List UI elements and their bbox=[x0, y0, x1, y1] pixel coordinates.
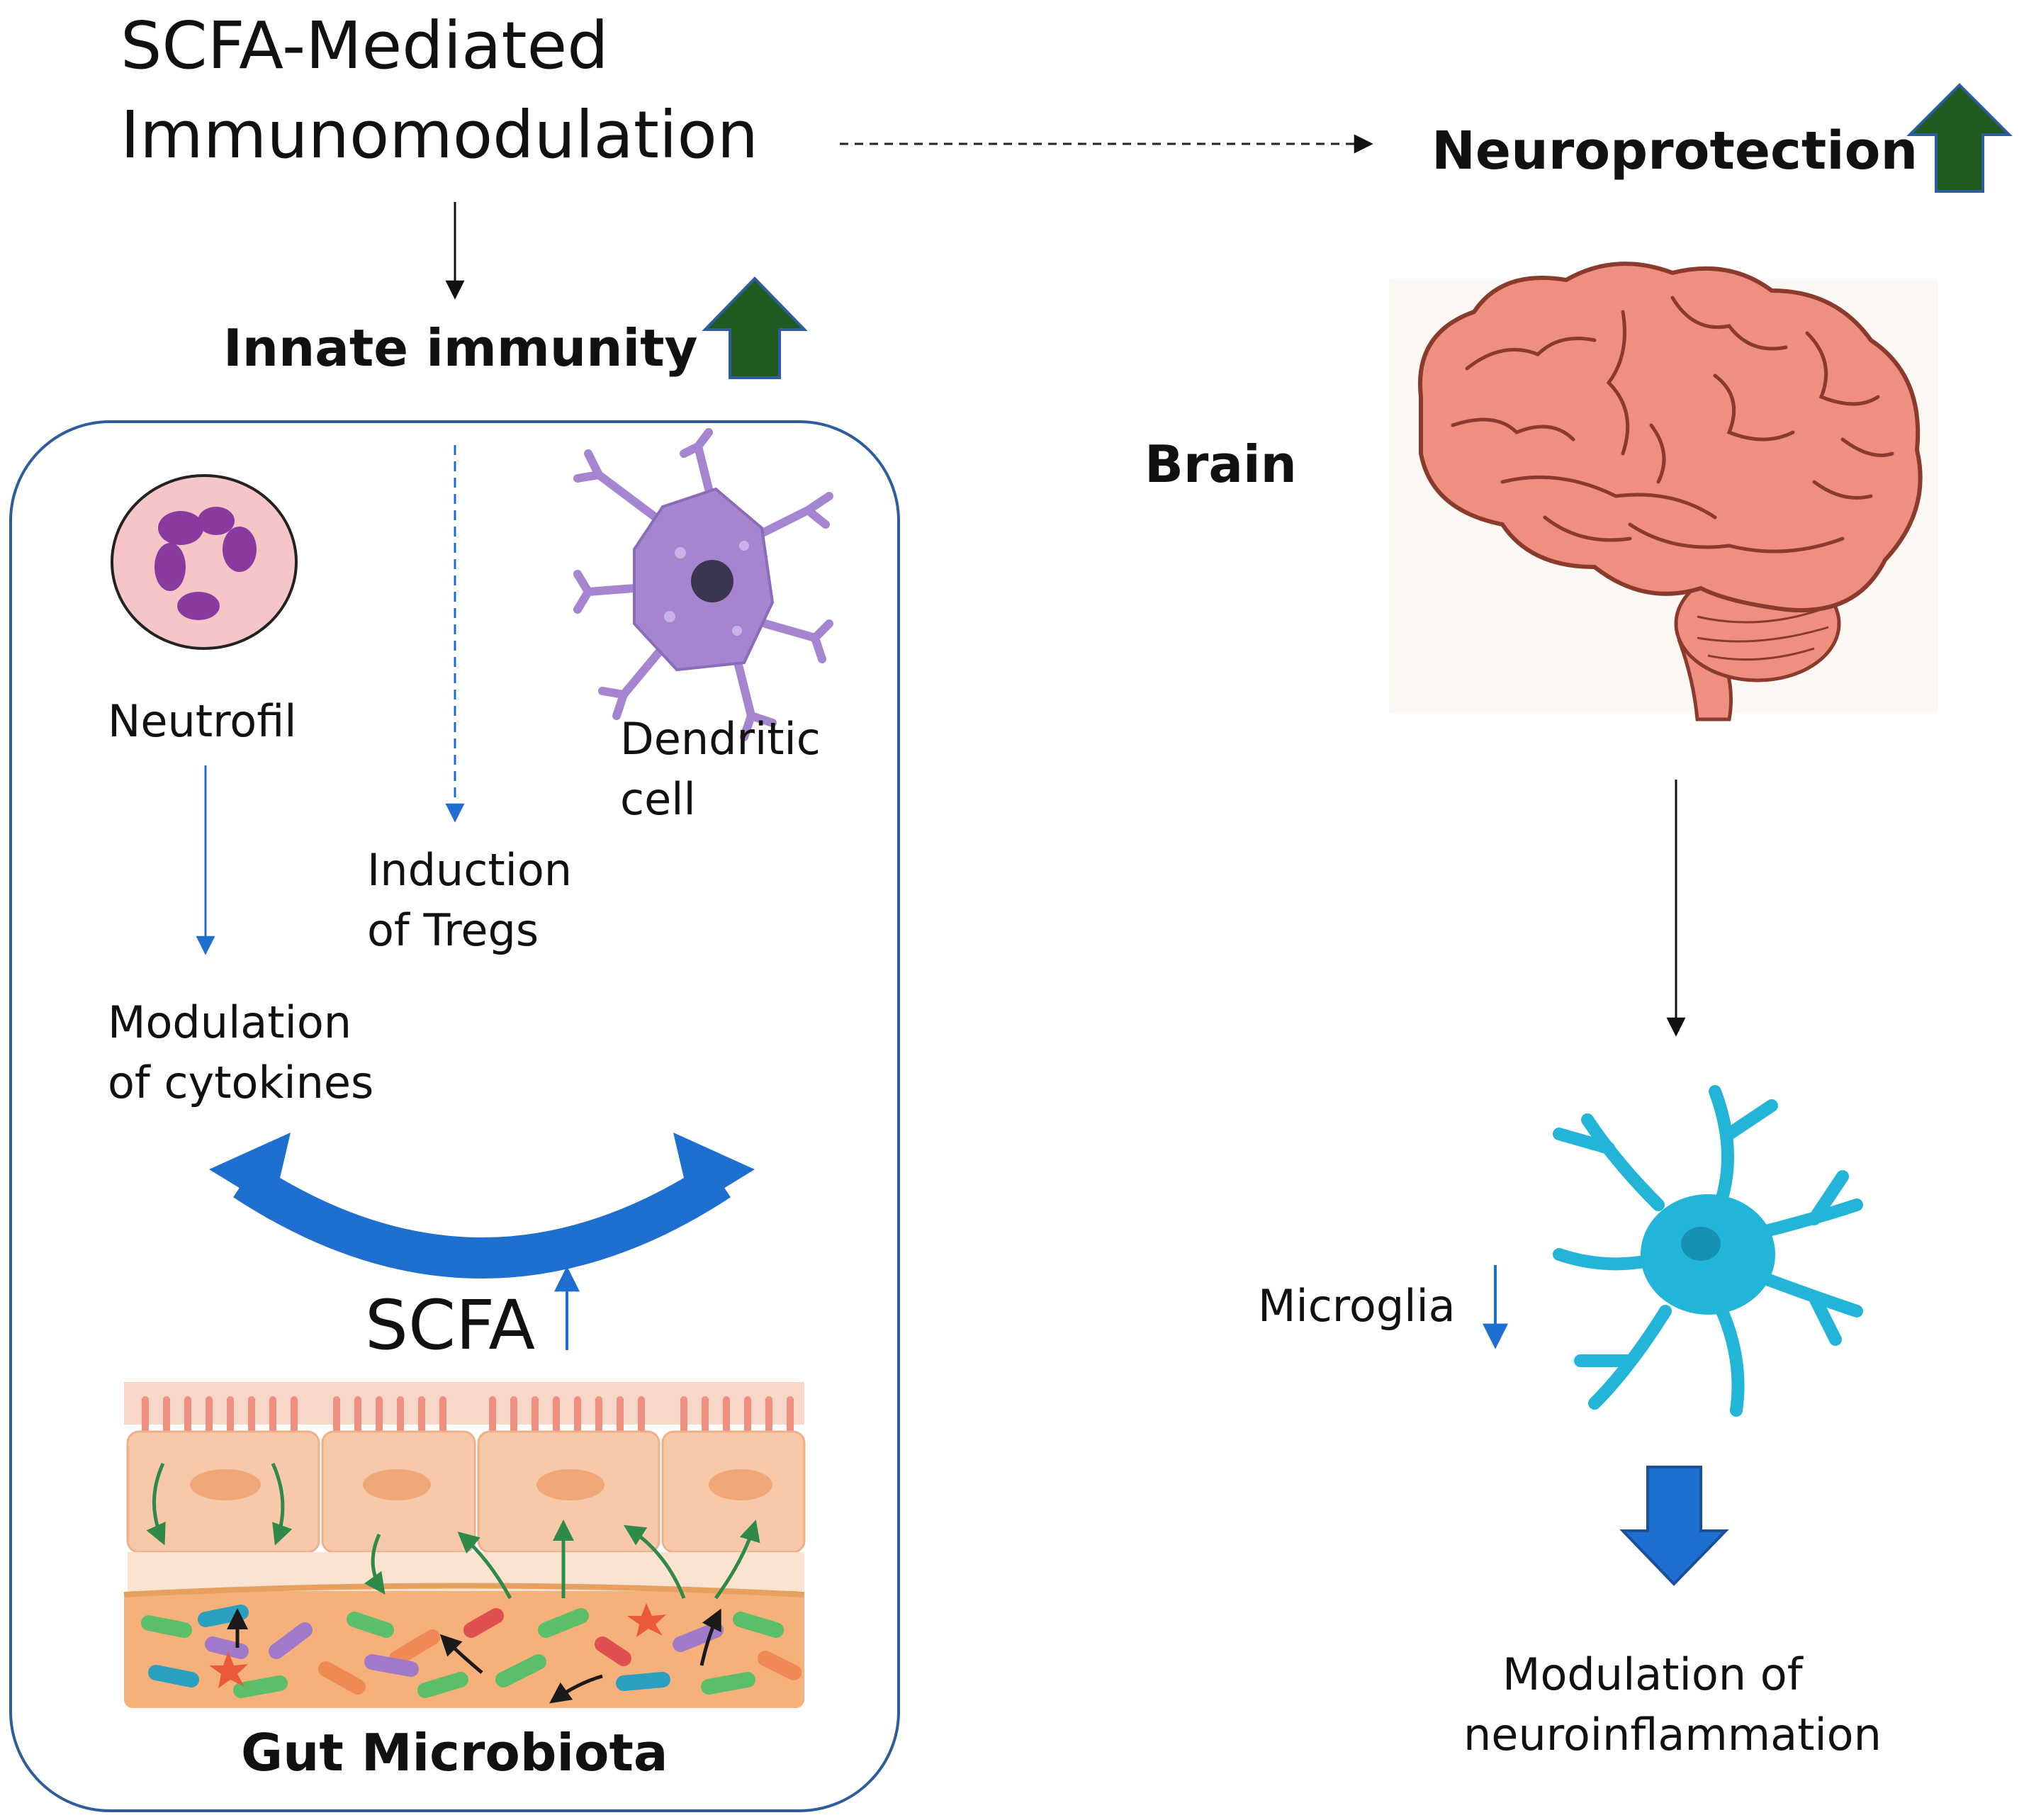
brain-label: Brain bbox=[1145, 434, 1297, 494]
brain-icon bbox=[1389, 262, 1938, 721]
dendritic-cell-nucleus bbox=[691, 560, 733, 602]
neutrophil-cell-icon bbox=[111, 474, 298, 650]
microglia-nucleus bbox=[1681, 1227, 1721, 1261]
microglia-label: Microglia bbox=[1258, 1280, 1456, 1332]
neutrophil-label: Neutrofil bbox=[108, 695, 297, 747]
innate-immunity-label: Innate immunity bbox=[223, 318, 698, 378]
dendritic-label-line-1: Dendritic bbox=[620, 713, 821, 765]
innate-immunity-box bbox=[9, 420, 900, 1812]
dendritic-cell-dot bbox=[675, 547, 686, 558]
curved-arrow-right-head bbox=[673, 1133, 755, 1208]
neuroinflammation-down-arrow-icon bbox=[1619, 1466, 1729, 1586]
neuroinflammation-label-line-2: neuroinflammation bbox=[1463, 1709, 1882, 1760]
curved-arrow-left-head bbox=[209, 1133, 291, 1208]
tregs-label-line-1: Induction bbox=[367, 844, 573, 896]
title-line-1: SCFA-Mediated bbox=[120, 8, 609, 84]
title-line-2: Immunomodulation bbox=[120, 97, 759, 173]
scfa-label: SCFA bbox=[365, 1286, 536, 1365]
neuroinflammation-label-line-1: Modulation of bbox=[1502, 1648, 1803, 1700]
cytokines-label-line-2: of cytokines bbox=[108, 1057, 374, 1108]
cytokines-label-line-1: Modulation bbox=[108, 996, 352, 1048]
tregs-label-line-2: of Tregs bbox=[367, 904, 539, 956]
dendritic-cell-dot bbox=[664, 611, 675, 622]
dendritic-cell-dot bbox=[739, 541, 749, 551]
microglia-cell-icon bbox=[1553, 1085, 1863, 1417]
dendritic-cell-dot bbox=[732, 626, 742, 636]
dendritic-label-line-2: cell bbox=[620, 773, 696, 825]
dendritic-cell-icon bbox=[573, 428, 833, 741]
innate-immunity-up-arrow-icon bbox=[702, 276, 808, 379]
gut-epithelium-illustration bbox=[123, 1382, 806, 1708]
gut-microbiota-label: Gut Microbiota bbox=[241, 1723, 668, 1782]
neuroprotection-up-arrow-icon bbox=[1906, 83, 2013, 193]
scfa-curved-double-arrow bbox=[233, 1162, 731, 1279]
neuroprotection-label: Neuroprotection bbox=[1432, 120, 1918, 181]
